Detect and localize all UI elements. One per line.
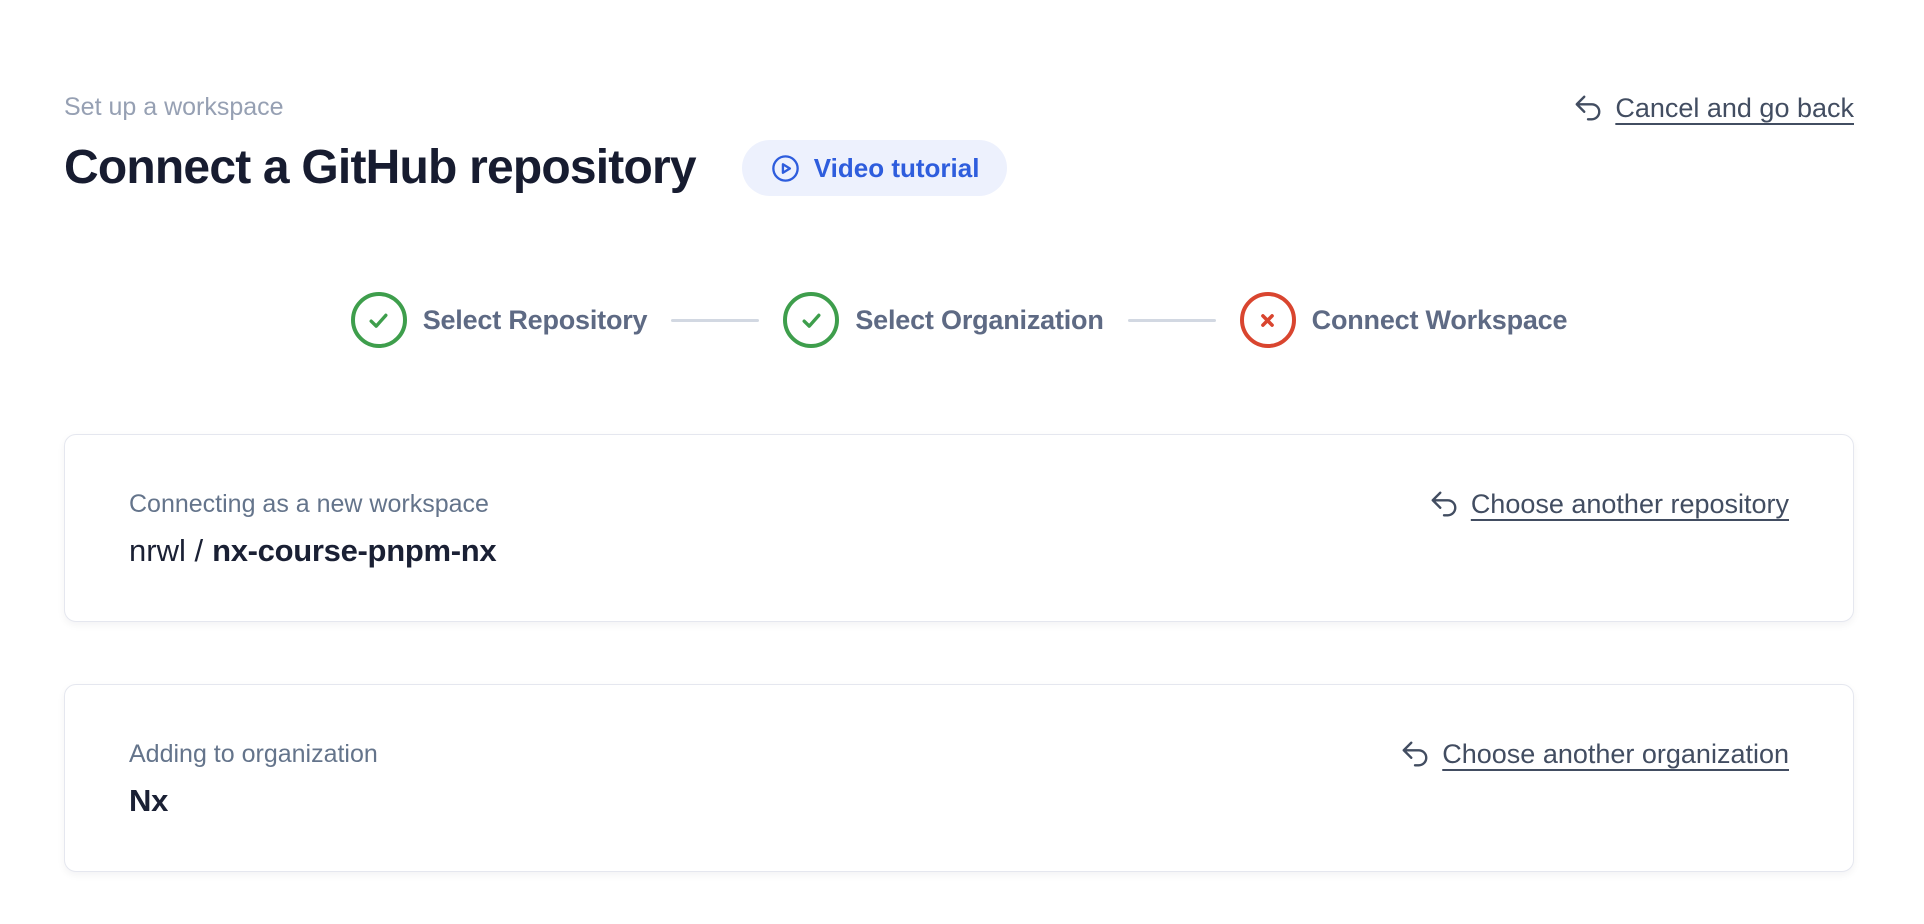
repository-owner: nrwl / bbox=[129, 533, 204, 568]
choose-organization-label: Choose another organization bbox=[1442, 739, 1789, 769]
check-circle-icon bbox=[350, 292, 407, 348]
repository-card: Connecting as a new workspace nrwl /nx-c… bbox=[64, 434, 1854, 622]
step-label: Select Organization bbox=[855, 304, 1104, 335]
play-circle-icon bbox=[770, 153, 801, 184]
check-circle-icon bbox=[783, 292, 840, 348]
repository-info: Connecting as a new workspace nrwl /nx-c… bbox=[129, 487, 497, 571]
choose-repository-label: Choose another repository bbox=[1470, 489, 1789, 519]
choose-another-repository-link[interactable]: Choose another repository bbox=[1429, 488, 1789, 520]
repository-slug: nx-course-pnpm-nx bbox=[212, 533, 497, 568]
undo-arrow-icon bbox=[1429, 489, 1459, 519]
organization-card-label: Adding to organization bbox=[129, 740, 378, 768]
x-circle-icon bbox=[1239, 292, 1296, 348]
eyebrow-label: Set up a workspace bbox=[64, 93, 284, 121]
cancel-and-go-back-link[interactable]: Cancel and go back bbox=[1573, 92, 1854, 124]
cancel-link-label: Cancel and go back bbox=[1615, 93, 1854, 123]
repository-name: nrwl /nx-course-pnpm-nx bbox=[129, 531, 497, 571]
organization-name-text: Nx bbox=[129, 783, 169, 818]
step-select-organization: Select Organization bbox=[783, 292, 1104, 348]
step-select-repository: Select Repository bbox=[350, 292, 648, 348]
stepper-connector bbox=[671, 318, 760, 322]
progress-stepper: Select Repository Select Organization Co… bbox=[64, 292, 1854, 348]
step-label: Connect Workspace bbox=[1311, 304, 1568, 335]
repository-card-label: Connecting as a new workspace bbox=[129, 490, 489, 518]
choose-another-organization-link[interactable]: Choose another organization bbox=[1400, 738, 1789, 770]
step-label: Select Repository bbox=[422, 304, 648, 335]
organization-name: Nx bbox=[129, 781, 378, 821]
organization-info: Adding to organization Nx bbox=[129, 737, 378, 821]
title-row: Connect a GitHub repository Video tutori… bbox=[64, 138, 1854, 198]
organization-card: Adding to organization Nx Choose another… bbox=[64, 684, 1854, 872]
undo-arrow-icon bbox=[1573, 93, 1603, 123]
page-header: Set up a workspace Cancel and go back Co… bbox=[64, 92, 1854, 198]
stepper-connector bbox=[1127, 318, 1216, 322]
video-tutorial-button[interactable]: Video tutorial bbox=[741, 140, 1008, 196]
step-connect-workspace: Connect Workspace bbox=[1239, 292, 1568, 348]
undo-arrow-icon bbox=[1400, 739, 1430, 769]
page-title: Connect a GitHub repository bbox=[64, 141, 697, 194]
video-tutorial-label: Video tutorial bbox=[813, 152, 980, 183]
